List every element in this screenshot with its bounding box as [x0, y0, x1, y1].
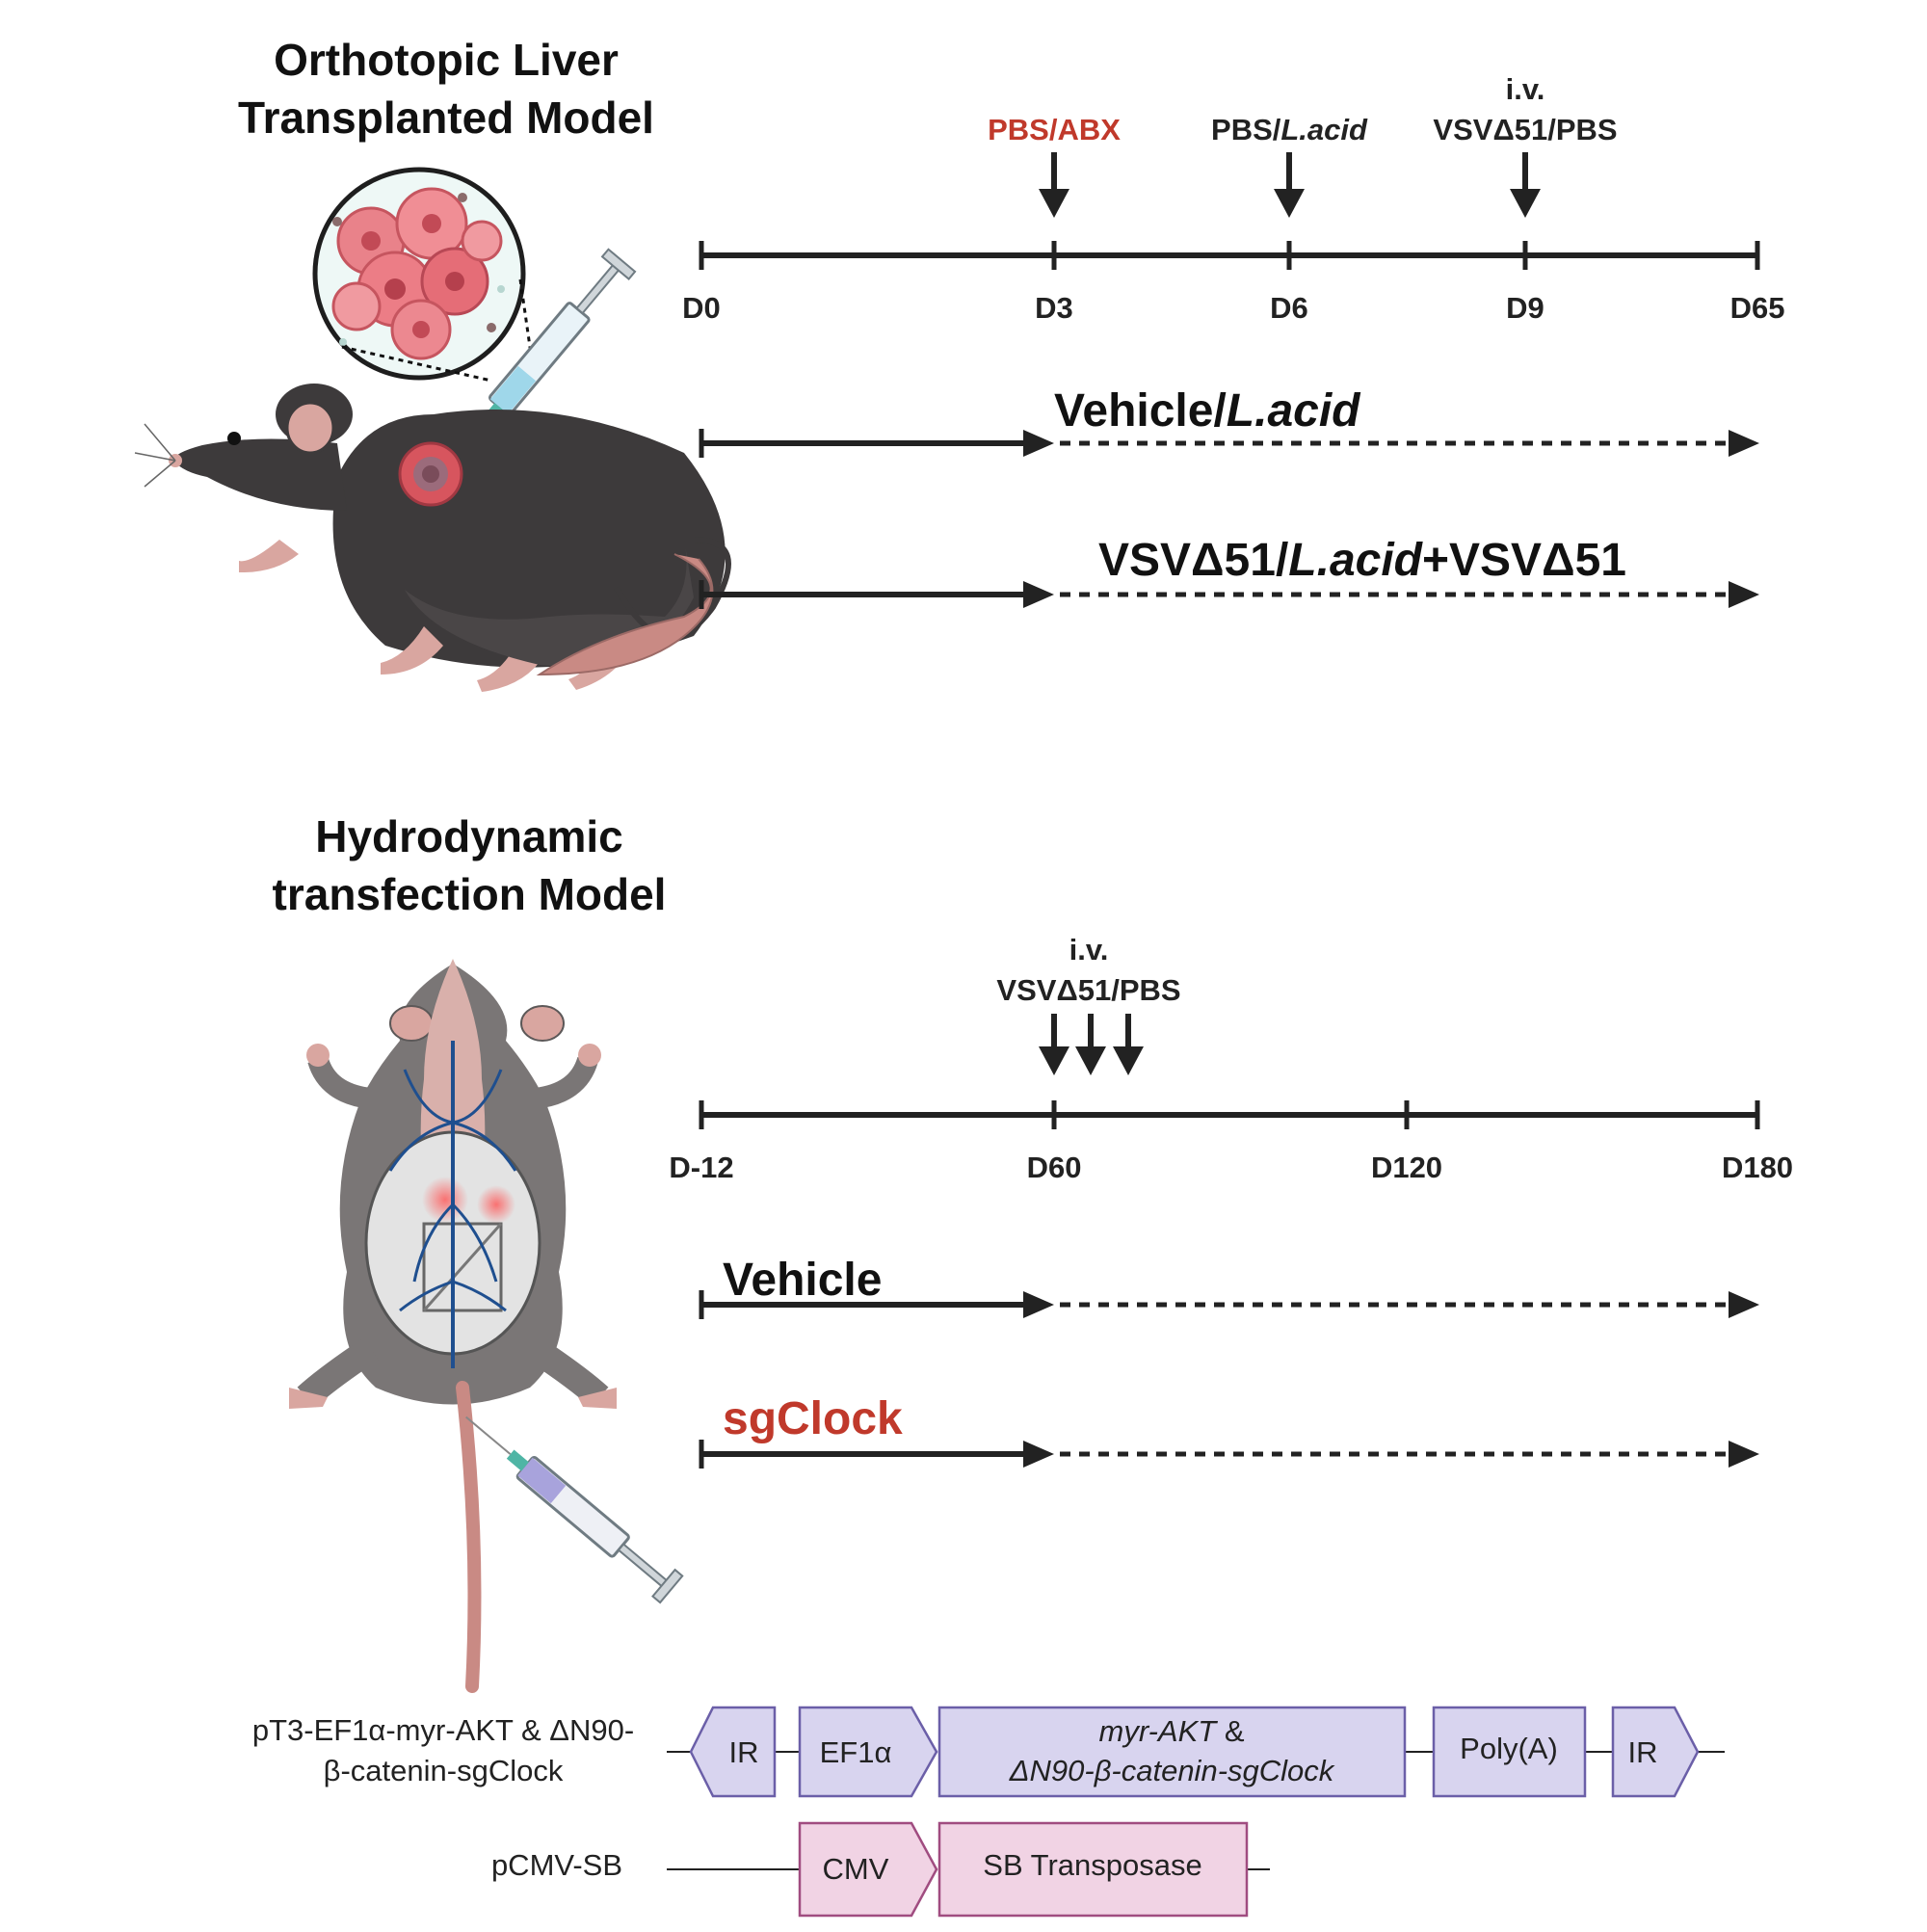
- construct1-gene-amp: &: [1216, 1714, 1245, 1748]
- top-group2-plain1: VSVΔ51/: [1098, 535, 1288, 586]
- top-group1-arrow: [699, 429, 1759, 458]
- construct1-name-line2: β-catenin-sgClock: [324, 1754, 564, 1787]
- bottom-group2-label: sgClock: [723, 1393, 903, 1444]
- mouse-top-view-icon: [289, 959, 617, 1693]
- zoom-line-left: [341, 345, 492, 383]
- construct1-promoter-element: [798, 1706, 938, 1798]
- construct1-ir-right-element: [1611, 1706, 1700, 1798]
- construct1-promoter: EF1α: [820, 1735, 892, 1769]
- top-tick-label-1: D3: [1035, 291, 1073, 325]
- top-group2-arrow: [699, 580, 1759, 609]
- top-group1-label: Vehicle/L.acid: [1054, 385, 1361, 437]
- top-tick-label-3: D9: [1506, 291, 1544, 325]
- construct1-name-line1: pT3-EF1α-myr-AKT & ΔN90-: [252, 1713, 634, 1747]
- construct2-map: CMV SB Transposase: [667, 1821, 1270, 1918]
- top-event-2-italic: L.acid: [1280, 113, 1368, 146]
- bottom-event-line1: i.v.: [1069, 933, 1109, 966]
- syringe-bottom-icon: [465, 1416, 684, 1604]
- construct2-promoter-element: [798, 1821, 938, 1918]
- construct1-gene-element: [937, 1706, 1407, 1798]
- top-tick-label-2: D6: [1270, 291, 1308, 325]
- top-group1-plain: Vehicle/: [1054, 385, 1227, 437]
- top-event-2-label: PBS/L.acid: [1211, 113, 1368, 146]
- top-event-1-label: PBS/ABX: [988, 113, 1121, 146]
- bottom-tick-label-2: D120: [1371, 1151, 1442, 1184]
- top-tick-label-0: D0: [682, 291, 721, 325]
- construct1-ir-right: IR: [1628, 1735, 1658, 1769]
- bottom-group2-arrow: [699, 1440, 1759, 1469]
- top-group2-italic: L.acid: [1288, 535, 1423, 586]
- construct1-polya: Poly(A): [1460, 1732, 1558, 1765]
- top-timeline: [699, 241, 1760, 270]
- top-title-line1: Orthotopic Liver: [274, 35, 619, 85]
- bottom-title-line1: Hydrodynamic: [315, 811, 623, 861]
- tumor-on-mouse-icon: [398, 441, 463, 507]
- bottom-tick-label-3: D180: [1722, 1151, 1793, 1184]
- construct2-promoter: CMV: [823, 1852, 889, 1886]
- bottom-group1-label: Vehicle: [723, 1255, 882, 1306]
- construct1-map: IR EF1α myr-AKT & ΔN90-β-catenin-sgClock…: [667, 1706, 1725, 1798]
- mouse-tail-icon: [536, 553, 714, 676]
- tumor-cells-magnified-icon: [312, 167, 526, 381]
- construct1-gene-italic2: ΔN90-β-catenin-sgClock: [1009, 1754, 1335, 1787]
- construct2-name: pCMV-SB: [491, 1848, 622, 1882]
- top-event-3-line1: i.v.: [1506, 72, 1545, 106]
- bottom-tick-label-1: D60: [1027, 1151, 1082, 1184]
- construct1-ir-left-element: [689, 1706, 777, 1798]
- bottom-timeline: [699, 1100, 1760, 1129]
- bottom-group1-arrow: [699, 1290, 1759, 1319]
- top-event-3-line2: VSVΔ51/PBS: [1433, 113, 1617, 146]
- bottom-title-line2: transfection Model: [273, 869, 667, 919]
- top-group2-plain2: +VSVΔ51: [1422, 535, 1626, 586]
- construct1-gene-italic1: myr-AKT: [1099, 1714, 1219, 1748]
- top-title-line2: Transplanted Model: [238, 93, 654, 143]
- top-tick-label-4: D65: [1730, 291, 1785, 325]
- construct2-gene-element: [937, 1821, 1249, 1918]
- top-group2-label: VSVΔ51/L.acid+VSVΔ51: [1098, 535, 1626, 586]
- construct2-gene: SB Transposase: [983, 1848, 1201, 1882]
- construct1-gene-line1: myr-AKT &: [1099, 1714, 1245, 1748]
- zoom-line-right: [518, 278, 537, 382]
- construct1-ir-left: IR: [729, 1735, 759, 1769]
- top-event-arrows: [1039, 152, 1541, 218]
- construct1-polya-element: [1432, 1706, 1587, 1798]
- top-group1-italic: L.acid: [1227, 385, 1361, 437]
- bottom-tick-label-0: D-12: [669, 1151, 733, 1184]
- bottom-event-arrows: [1039, 1014, 1144, 1075]
- top-event-2-plain: PBS/: [1211, 113, 1281, 146]
- bottom-event-line2: VSVΔ51/PBS: [996, 973, 1180, 1007]
